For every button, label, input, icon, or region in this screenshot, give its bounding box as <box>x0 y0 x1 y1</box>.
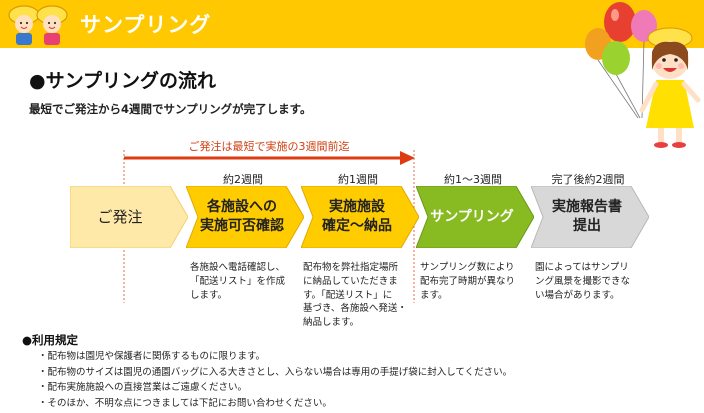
timeline-note: ご発注は最短で実施の3週間前迄 <box>124 135 414 153</box>
flow-stage-order-label: ご発注 <box>97 207 143 226</box>
rules-title: ●利用規定 <box>22 333 79 347</box>
kids-mascot-icon <box>8 5 68 45</box>
duration-stage-5: 完了後約2週間 <box>551 173 625 186</box>
duration-stage-2: 約2週間 <box>223 173 263 186</box>
stage-description-confirm: 各施設へ電話確認し、 「配送リスト」を作成 します。 <box>190 262 286 301</box>
rules-item: ・配布物は園児や保護者に関係するものに限ります。 <box>38 351 266 362</box>
rules-item: ・配布実施施設への直接営業はご遠慮ください。 <box>38 382 248 393</box>
flow-stage-confirm-shape <box>186 186 304 248</box>
flow-stage-delivery-label: 実施施設 確定～納品 <box>322 199 392 234</box>
flow-stage-delivery: 実施施設 確定～納品 <box>301 186 419 248</box>
rules-item: ・そのほか、不明な点につきましては下記にお問い合わせください。 <box>38 397 332 409</box>
stage-description-report: 園によってはサンプリ ング風景を撮影できな い場合があります。 <box>535 262 631 301</box>
flow-stage-confirm-label: 各施設への 実施可否確認 <box>200 199 284 234</box>
flow-stage-sampling: サンプリング <box>416 186 534 248</box>
flow-stage-report-label: 実施報告書 提出 <box>552 199 622 234</box>
flow-stage-delivery-shape <box>301 186 419 248</box>
header-bar: サンプリング <box>0 0 704 48</box>
flow-stage-report-shape <box>531 186 649 248</box>
girl-with-balloons-illustration <box>585 2 701 148</box>
rules-list: ・配布物は園児や保護者に関係するものに限ります。 ・配布物のサイズは園児の通園バ… <box>38 349 512 411</box>
timeline-arrow-head <box>400 151 415 165</box>
page-title: サンプリング <box>80 13 212 37</box>
duration-stage-3: 約1週間 <box>338 173 378 186</box>
flow-stage-report: 実施報告書 提出 <box>531 186 649 248</box>
flow-stage-sampling-shape <box>416 186 534 248</box>
flow-stage-order: ご発注 <box>70 186 188 248</box>
flow-stage-confirm: 各施設への 実施可否確認 <box>186 186 304 248</box>
section-subtitle: 最短でご発注から4週間でサンプリングが完了します。 <box>29 102 312 116</box>
duration-stage-4: 約1～3週間 <box>444 173 502 186</box>
section-title: ●サンプリングの流れ <box>29 70 217 92</box>
flow-stage-sampling-label: サンプリング <box>430 208 514 225</box>
stage-description-sampling: サンプリング数により 配布完了時期が異なり ます。 <box>420 262 516 301</box>
stage-description-delivery: 配布物を弊社指定場所 に納品していただきま す。「配送リスト」に 基づき、各施設… <box>303 262 407 329</box>
flow-stage-order-shape <box>70 186 188 248</box>
timeline-note-label: ご発注は最短で実施の3週間前迄 <box>188 140 350 153</box>
rules-item: ・配布物のサイズは園児の通園バッグに入る大きさとし、入らない場合は専用の手提げ袋… <box>38 366 513 378</box>
